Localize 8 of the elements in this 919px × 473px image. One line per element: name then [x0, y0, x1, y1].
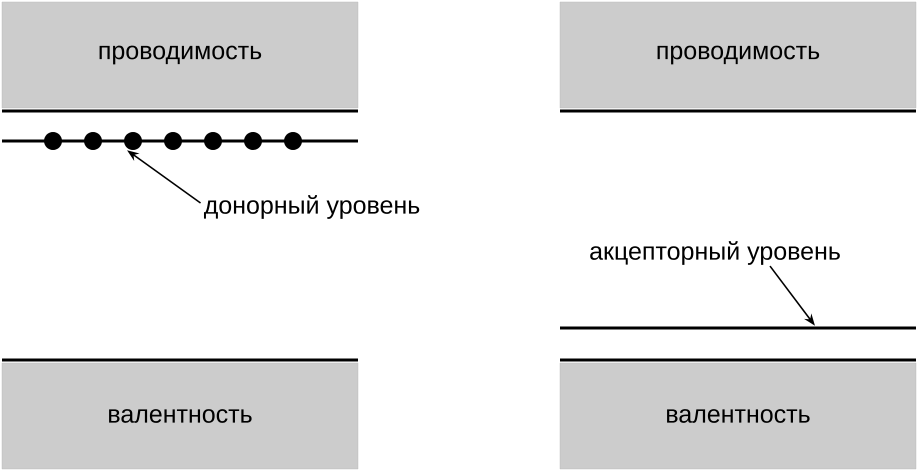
energy-level-line [560, 326, 916, 330]
band-box: проводимость [2, 2, 358, 112]
band-box: валентность [2, 358, 358, 470]
energy-level-drawing [2, 132, 358, 150]
band-box: валентность [560, 358, 916, 470]
band-box: проводимость [560, 2, 916, 112]
level-label: акцепторный уровень [590, 241, 840, 265]
level-label: донорный уровень [204, 195, 420, 219]
